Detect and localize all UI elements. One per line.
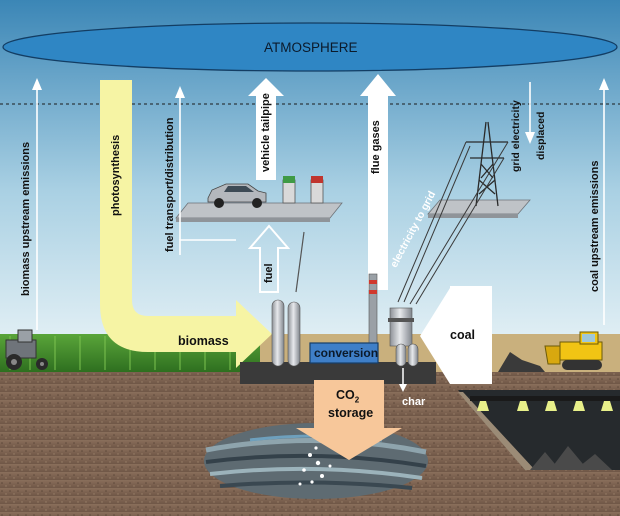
grid-platform <box>427 199 531 218</box>
co2-storage-arrow <box>296 380 402 460</box>
coal-upstream-arrow <box>599 78 609 325</box>
grid-electricity-label: grid electricity <box>510 100 522 172</box>
biomass-label: biomass <box>178 334 229 348</box>
storage-label: storage <box>328 406 374 420</box>
fuel-arrow <box>247 224 291 293</box>
vehicle-tailpipe-arrow <box>248 78 284 180</box>
fuel-transport-arrow <box>175 86 236 255</box>
tractor <box>5 329 48 370</box>
fuel-label: fuel <box>263 263 275 283</box>
co2-label: CO2 <box>336 388 360 405</box>
coal-upstream-label: coal upstream emissions <box>589 160 601 292</box>
vehicle-tailpipe-label: vehicle tailpipe <box>260 93 272 172</box>
atmosphere-ellipse <box>2 22 618 72</box>
co2-subscript: 2 <box>354 395 360 405</box>
flue-gases-label: flue gases <box>370 120 382 174</box>
power-lines <box>397 141 509 305</box>
grid-displaced-arrow <box>525 82 535 144</box>
biomass-upstream-arrow <box>32 78 42 330</box>
coal-arrow <box>420 286 492 384</box>
char-arrow <box>399 368 407 392</box>
fuel-transport-label: fuel transport/distribution <box>164 117 176 252</box>
photosynthesis-arrow <box>100 80 272 368</box>
coal-mine <box>458 352 620 470</box>
atmosphere-label: ATMOSPHERE <box>264 40 358 55</box>
car <box>207 183 267 208</box>
char-label: char <box>402 396 426 408</box>
conversion-label: conversion <box>314 346 379 360</box>
flue-gases-arrow <box>360 74 396 290</box>
bulldozer <box>544 331 603 370</box>
conversion-plant <box>240 273 436 384</box>
conversion-box <box>309 342 379 364</box>
coal-label: coal <box>450 328 476 342</box>
photosynthesis-label: photosynthesis <box>110 134 122 216</box>
biomass-upstream-label: biomass upstream emissions <box>20 141 32 296</box>
displaced-label: displaced <box>535 111 547 160</box>
fuel-pumps <box>282 176 324 204</box>
fuel-pipe <box>295 231 305 293</box>
